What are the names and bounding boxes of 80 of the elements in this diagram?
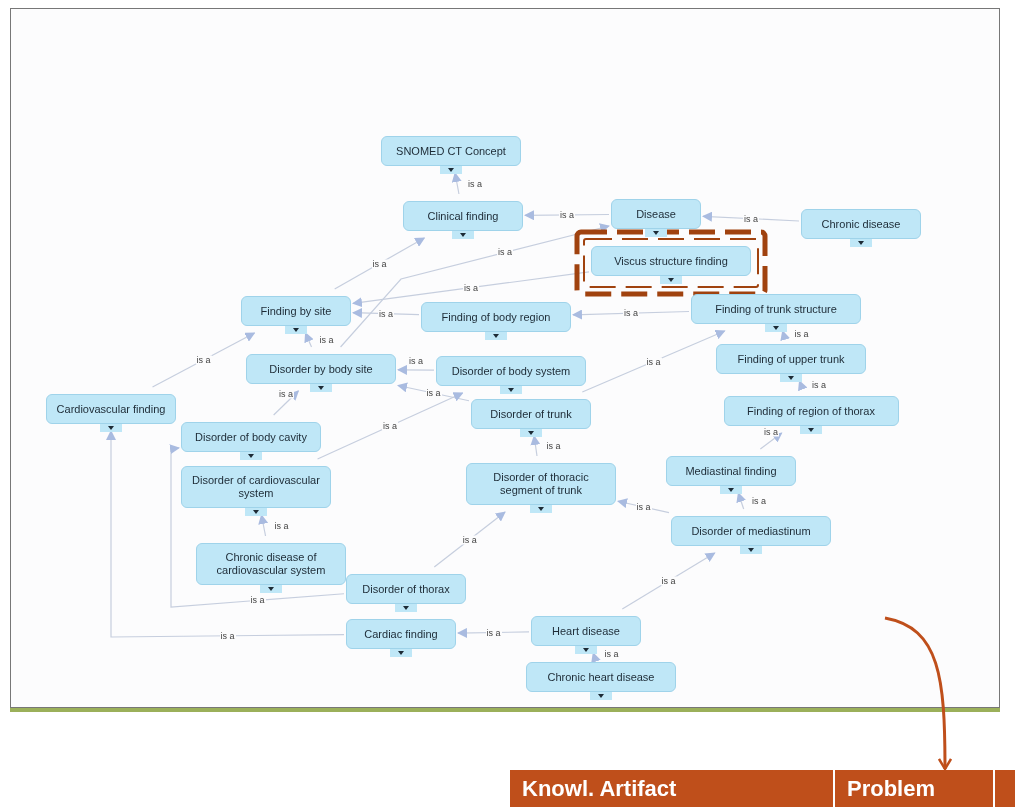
edge-label: is a — [660, 576, 677, 586]
edge-label: is a — [811, 380, 827, 390]
edge-label: is a — [425, 388, 442, 398]
is-a-arrow — [451, 172, 462, 195]
concept-box: Chronic disease — [801, 209, 921, 239]
edge-label: is a — [645, 357, 662, 366]
edge-label: is a — [408, 356, 424, 366]
is-a-arrow — [530, 435, 541, 457]
is-a-arrow — [759, 432, 783, 450]
concept-box: Disorder of mediastinum — [671, 516, 831, 546]
is-a-arrow — [304, 332, 314, 348]
edge-label: is a — [461, 535, 478, 544]
concept-box: Disorder of body system — [436, 356, 586, 386]
concept-box: Finding of body region — [421, 302, 571, 332]
concept-box: Clinical finding — [403, 201, 523, 231]
edge-label: is a — [382, 421, 399, 431]
edge-label: is a — [635, 502, 652, 512]
concept-box: Disorder of thorax — [346, 574, 466, 604]
is-a-arrow — [591, 652, 601, 664]
concept-box: Disorder of cardiovascular system — [181, 466, 331, 508]
is-a-arrow — [352, 271, 590, 308]
is-a-arrow — [798, 380, 808, 392]
edge-label: is a — [485, 628, 502, 637]
is-a-arrow — [736, 492, 746, 510]
edge-label: is a — [195, 355, 212, 365]
edge-label: is a — [463, 283, 479, 293]
edge-label: is a — [545, 441, 562, 451]
concept-box: Disease — [611, 199, 701, 229]
is-a-arrow — [524, 210, 610, 221]
table-header-cell: Knowl. Artifact — [510, 770, 835, 807]
edge-label: is a — [219, 631, 236, 641]
concept-box: Cardiac finding — [346, 619, 456, 649]
concept-box: Disorder of body cavity — [181, 422, 321, 452]
concept-box: SNOMED CT Concept — [381, 136, 521, 166]
edge-label: is a — [751, 496, 767, 506]
is-a-arrow — [334, 237, 426, 290]
concept-box: Viscus structure finding — [591, 246, 751, 276]
is-a-arrow — [339, 223, 610, 348]
is-a-arrow — [258, 514, 269, 537]
edge-label: is a — [467, 179, 483, 188]
edge-label: is a — [278, 389, 294, 399]
is-a-arrow — [433, 511, 506, 568]
is-a-arrow — [572, 309, 690, 320]
edge-label: is a — [378, 309, 394, 319]
concept-box: Finding of trunk structure — [691, 294, 861, 324]
edge-label: is a — [603, 649, 620, 659]
concept-box: Heart disease — [531, 616, 641, 646]
edge-label: is a — [743, 214, 759, 224]
edge-label: is a — [793, 329, 810, 339]
is-a-arrow — [151, 332, 256, 388]
concept-box: Disorder of thoracic segment of trunk — [466, 463, 616, 505]
concept-box: Finding by site — [241, 296, 351, 326]
concept-box: Finding of region of thorax — [723, 396, 899, 426]
is-a-arrow — [621, 552, 716, 610]
is-a-arrow — [581, 329, 726, 393]
concept-box: Cardiovascular finding — [46, 394, 176, 424]
is-a-arrow — [169, 444, 345, 608]
is-a-arrow — [106, 430, 345, 638]
is-a-arrow — [273, 390, 300, 416]
edge-label: is a — [249, 595, 266, 605]
concept-box: Disorder of trunk — [471, 399, 591, 429]
is-a-arrow — [780, 330, 790, 342]
edge-label: is a — [318, 335, 335, 345]
edge-label: is a — [763, 427, 779, 437]
curved-arrow — [884, 616, 953, 771]
edge-label: is a — [623, 308, 639, 318]
table-header-cell: Problem — [835, 770, 995, 807]
edge-label: is a — [559, 210, 575, 220]
is-a-arrow — [316, 392, 464, 460]
concept-box: Disorder by body site — [246, 354, 396, 384]
is-a-arrow — [397, 364, 435, 375]
edge-label: is a — [273, 521, 290, 530]
concept-box: Finding of upper trunk — [716, 344, 866, 374]
concept-box: Chronic heart disease — [526, 662, 676, 692]
is-a-arrow — [702, 211, 800, 222]
concept-box: Chronic disease of cardiovascular system — [196, 543, 346, 585]
edge-label: is a — [497, 248, 513, 257]
is-a-arrow — [352, 308, 420, 318]
concept-box: Mediastinal finding — [666, 456, 796, 486]
edge-label: is a — [371, 259, 388, 268]
